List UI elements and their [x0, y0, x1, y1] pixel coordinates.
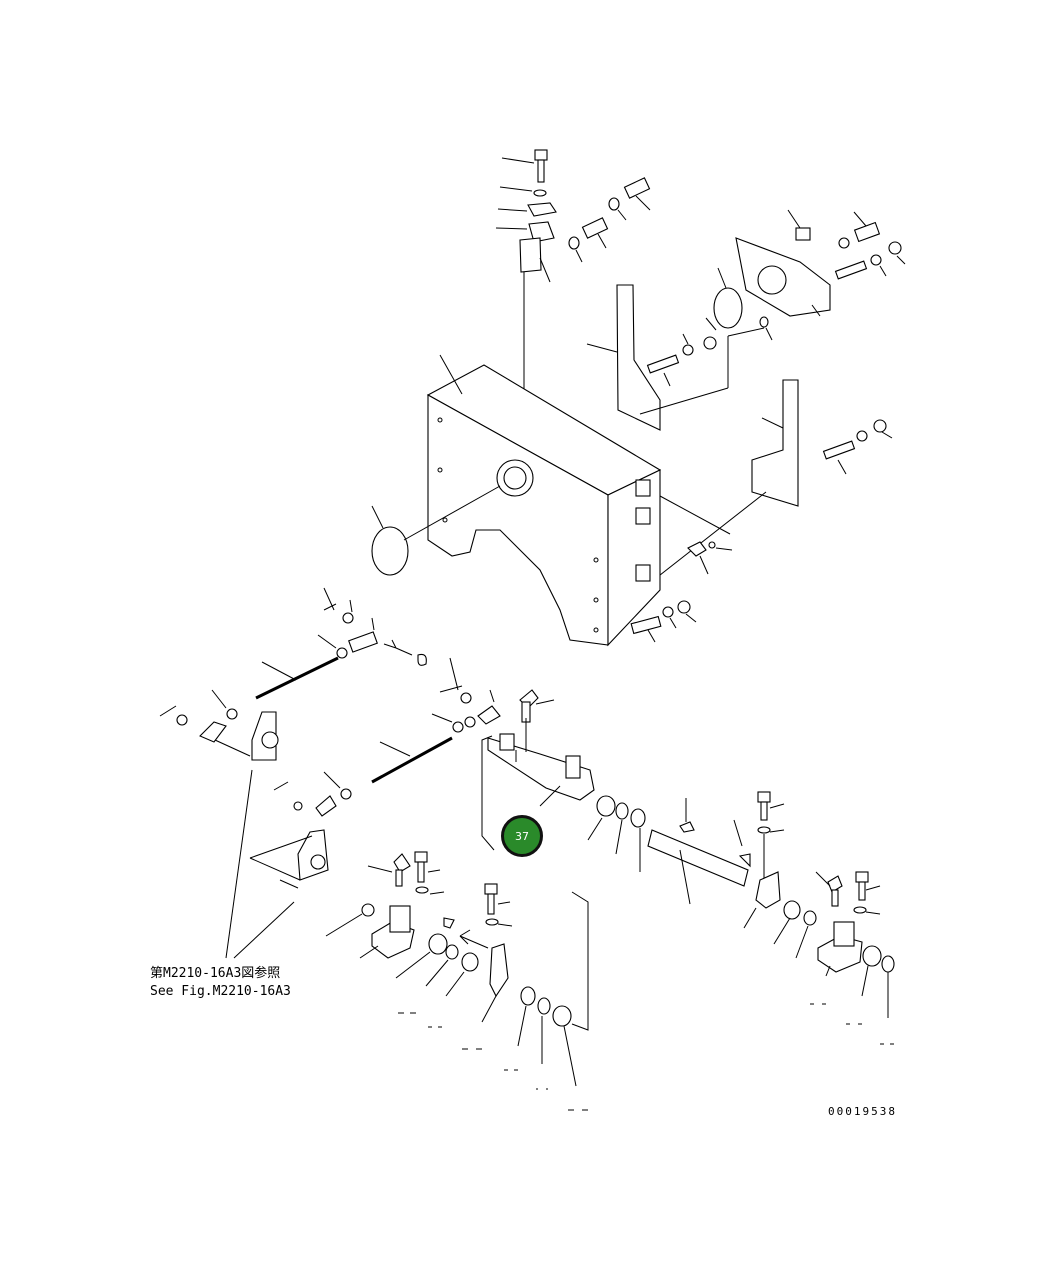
- lower-left-clamp: [325, 851, 589, 1087]
- part-callout-37[interactable]: 37: [501, 815, 543, 857]
- reference-note-en[interactable]: See Fig.M2210-16A3: [150, 984, 291, 999]
- leader-ticks: [398, 1003, 894, 1111]
- main-frame: [371, 354, 733, 647]
- left-linkage: [159, 587, 501, 959]
- center-shaft-assembly: [481, 689, 751, 905]
- top-bracket-assembly: [495, 149, 651, 392]
- reference-note-jp: 第M2210-16A3図参照: [150, 966, 281, 981]
- drawing-number: 00019538: [828, 1105, 897, 1118]
- right-plates: [586, 209, 906, 609]
- lower-right-clamp: [743, 791, 895, 1018]
